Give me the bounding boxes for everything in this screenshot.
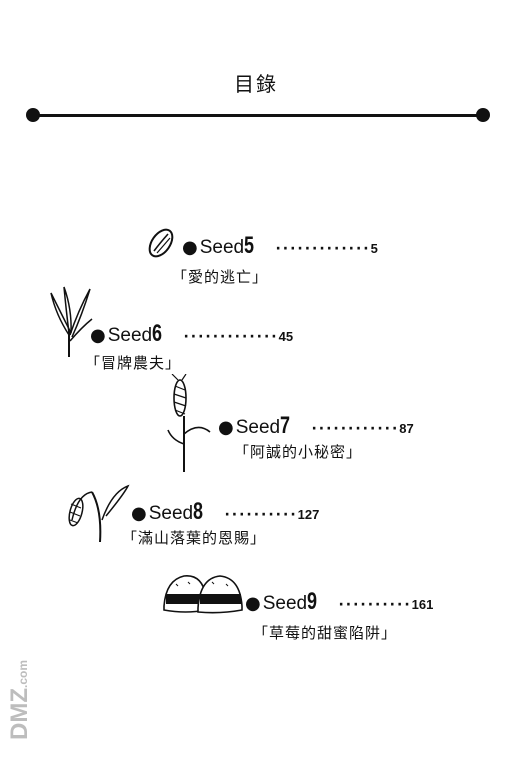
seed-icon — [148, 228, 174, 258]
seed-number: 8 — [193, 498, 204, 525]
watermark-suffix: .com — [16, 660, 30, 689]
toc-entry-seed6[interactable]: ● Seed 6 ············· 45 — [90, 320, 293, 348]
chapter-subtitle: 「愛的逃亡」 — [172, 268, 269, 286]
chapter-subtitle: 「冒牌農夫」 — [85, 354, 182, 372]
seed-label: Seed — [235, 417, 281, 438]
page-number: 45 — [278, 329, 294, 344]
seed-label: Seed — [262, 593, 308, 614]
bullet-dot: ● — [245, 593, 261, 614]
chapter-subtitle: 「滿山落葉的恩賜」 — [122, 529, 267, 547]
dot-leader: ············· — [183, 329, 279, 345]
wheat-ear-icon — [167, 374, 211, 472]
seed-number: 6 — [152, 320, 163, 347]
chapter-subtitle: 「阿誠的小秘密」 — [234, 443, 363, 461]
seed-label: Seed — [148, 503, 194, 524]
page-number: 161 — [411, 597, 434, 612]
divider-rule — [34, 114, 483, 117]
rule-end-dot-right — [476, 108, 490, 122]
site-watermark: DMZ.com — [6, 660, 34, 740]
page-number: 87 — [399, 421, 414, 436]
seed-label: Seed — [199, 237, 245, 258]
rule-end-dot-left — [26, 108, 40, 122]
toc-entry-seed5[interactable]: ● Seed 5 ············· 5 — [182, 232, 378, 260]
dot-leader: ············ — [311, 421, 400, 437]
toc-entry-seed8[interactable]: ● Seed 8 ·········· 127 — [131, 498, 319, 526]
seed-number: 5 — [244, 232, 255, 259]
chapter-subtitle: 「草莓的甜蜜陷阱」 — [253, 624, 398, 642]
bullet-dot: ● — [131, 503, 147, 524]
page-title: 目錄 — [234, 72, 278, 96]
seed-label: Seed — [107, 325, 153, 346]
toc-entry-seed9[interactable]: ● Seed 9 ·········· 161 — [245, 588, 433, 616]
rice-ball-icon — [163, 575, 243, 614]
watermark-text: DMZ — [6, 688, 33, 740]
bullet-dot: ● — [218, 417, 234, 438]
seed-number: 9 — [307, 588, 318, 615]
seed-number: 7 — [280, 412, 291, 439]
rice-stalk-icon — [68, 484, 130, 543]
bullet-dot: ● — [90, 325, 106, 346]
page-number: 127 — [297, 507, 320, 522]
sprout-icon — [50, 286, 93, 357]
bullet-dot: ● — [182, 237, 198, 258]
dot-leader: ·········· — [224, 507, 298, 523]
page-number: 5 — [370, 241, 378, 256]
dot-leader: ············· — [275, 241, 371, 257]
dot-leader: ·········· — [338, 597, 412, 613]
toc-entry-seed7[interactable]: ● Seed 7 ············ 87 — [218, 412, 414, 440]
